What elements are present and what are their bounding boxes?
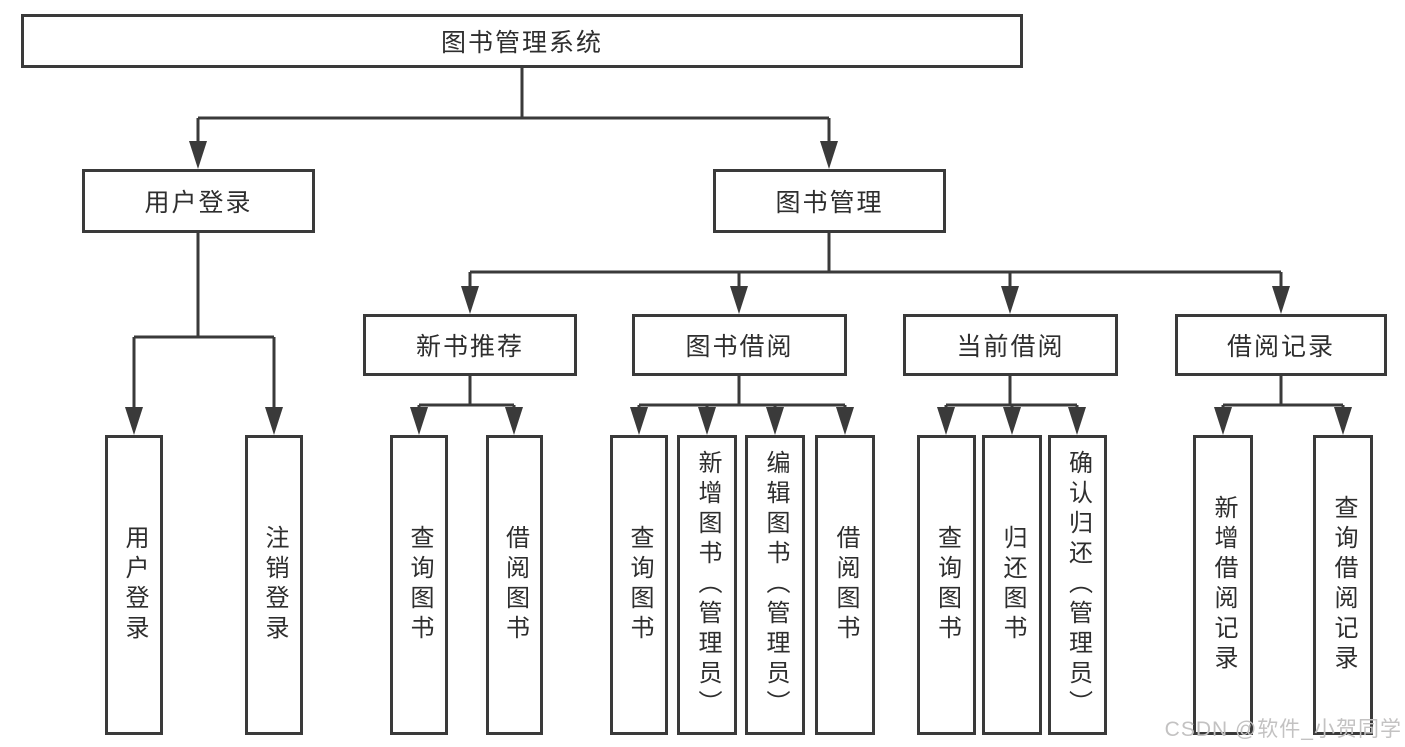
node-label: 新书推荐: [415, 333, 524, 361]
connector-book-management: [461, 233, 1290, 314]
node-label: 确认归还（管理员）: [1064, 450, 1092, 720]
node-label: 借阅图书: [832, 525, 859, 645]
node-label: 当前借阅: [956, 333, 1065, 361]
node-leaf-bb-edit-books-admin: 编辑图书（管理员）: [745, 435, 805, 735]
node-label: 归还图书: [999, 525, 1026, 645]
node-label: 借阅记录: [1226, 333, 1335, 361]
node-label: 用户登录: [144, 189, 253, 217]
node-leaf-user-login: 用户登录: [105, 435, 163, 735]
node-leaf-br-query-record: 查询借阅记录: [1313, 435, 1373, 735]
node-leaf-nbr-query-books: 查询图书: [390, 435, 448, 735]
node-label: 查询图书: [933, 525, 961, 645]
node-current-borrowing: 当前借阅: [903, 314, 1118, 376]
node-label: 编辑图书（管理员）: [762, 450, 789, 720]
watermark: CSDN @软件_小贺同学: [1164, 718, 1402, 741]
node-new-book-recommendation: 新书推荐: [363, 314, 577, 376]
node-label: 图书管理系统: [440, 29, 603, 57]
node-label: 注销登录: [261, 525, 288, 645]
connector-new-book-recommendation: [410, 376, 523, 435]
node-label: 图书借阅: [685, 333, 794, 361]
node-label: 查询图书: [406, 525, 433, 645]
node-leaf-cb-return-books: 归还图书: [982, 435, 1042, 735]
node-leaf-cb-confirm-return-admin: 确认归还（管理员）: [1048, 435, 1107, 735]
node-leaf-bb-query-books: 查询图书: [610, 435, 668, 735]
connector-user-login: [125, 233, 283, 435]
node-leaf-cb-query-books: 查询图书: [917, 435, 976, 735]
node-label: 借阅图书: [501, 525, 529, 645]
node-label: 查询借阅记录: [1330, 495, 1357, 675]
node-label: 图书管理: [775, 189, 884, 217]
node-book-management: 图书管理: [713, 169, 946, 233]
node-leaf-br-add-record: 新增借阅记录: [1193, 435, 1253, 735]
connector-current-borrowing: [937, 376, 1086, 435]
node-leaf-nbr-borrow-books: 借阅图书: [486, 435, 543, 735]
node-leaf-bb-borrow-books: 借阅图书: [815, 435, 875, 735]
connector-root-to-level2: [189, 68, 838, 169]
node-library-system: 图书管理系统: [21, 14, 1023, 68]
node-user-login: 用户登录: [82, 169, 315, 233]
node-leaf-logout: 注销登录: [245, 435, 303, 735]
node-label: 用户登录: [121, 525, 148, 645]
node-borrowing-records: 借阅记录: [1175, 314, 1387, 376]
connector-borrowing-records: [1214, 376, 1352, 435]
node-label: 查询图书: [626, 525, 653, 645]
node-label: 新增借阅记录: [1210, 495, 1237, 675]
node-leaf-bb-add-books-admin: 新增图书（管理员）: [677, 435, 737, 735]
node-label: 新增图书（管理员）: [694, 450, 721, 720]
node-book-borrowing: 图书借阅: [632, 314, 847, 376]
connector-book-borrowing: [630, 376, 854, 435]
